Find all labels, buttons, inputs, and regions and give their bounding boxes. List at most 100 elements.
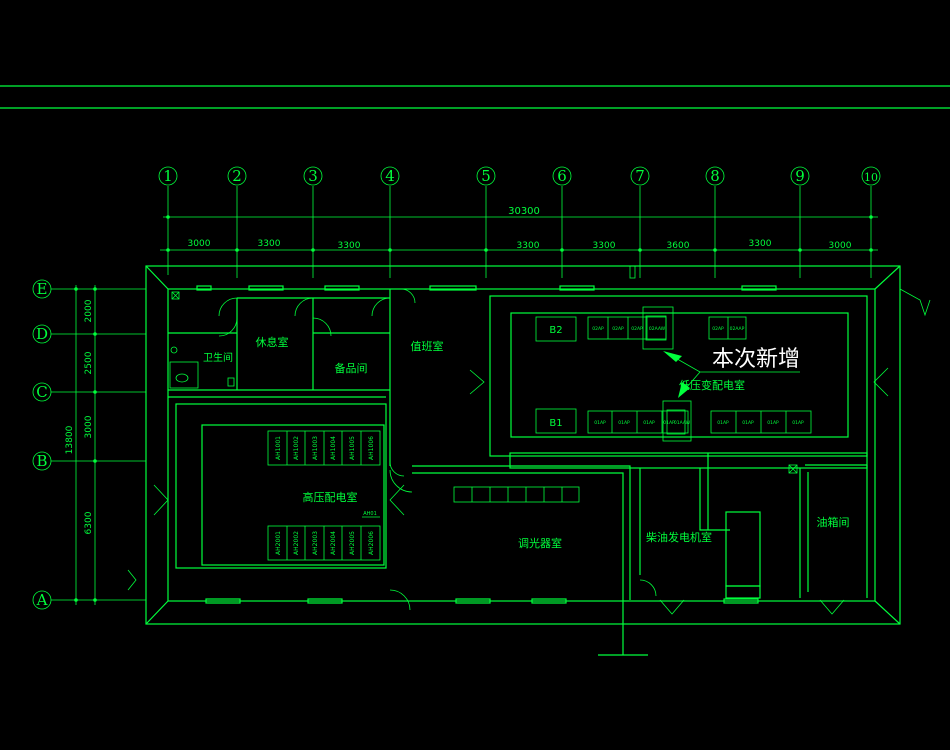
building-walls <box>145 265 901 625</box>
lv-label: 01AP <box>792 420 804 426</box>
transformer-b1-label: B1 <box>549 418 562 429</box>
hv-label: AH1002 <box>293 436 300 460</box>
axis-bubble <box>380 166 400 186</box>
dim-bay-2: 3300 <box>258 239 281 249</box>
hv-label: AH2003 <box>312 531 319 555</box>
room-label-toilet: 卫生间 <box>203 351 233 364</box>
room-label-duty: 值班室 <box>411 339 444 353</box>
hv-cabinet-labels-top: AH1001 AH1002 AH1003 AH1004 AH1005 AH100… <box>275 436 375 460</box>
dim-bay-3: 3300 <box>338 241 361 251</box>
axis-label-9: 9 <box>795 167 805 185</box>
axis-label-3: 3 <box>308 167 318 185</box>
lv-panels-top <box>587 306 747 350</box>
lv-label: 02AAP <box>730 326 745 332</box>
hv-cabinet-labels-bottom: AH2001 AH2002 AH2003 AH2004 AH2005 AH200… <box>275 531 375 555</box>
axis-bubble <box>861 166 881 186</box>
window-marks <box>196 285 777 604</box>
room-label-rest: 休息室 <box>256 335 289 349</box>
dim-row-4: 6300 <box>84 511 94 534</box>
row-dim-ticks <box>74 287 97 602</box>
axis-label-A: A <box>36 591 48 609</box>
lv-label-new: 02AAW <box>649 326 666 332</box>
lv-label-new: 01AAW <box>674 420 691 426</box>
column-axis-lines <box>167 186 872 278</box>
dim-row-3: 3000 <box>84 415 94 438</box>
axis-label-7: 7 <box>635 167 645 185</box>
dim-total-label: 30300 <box>508 206 540 217</box>
axis-bubble <box>790 166 810 186</box>
room-label-spare: 备品间 <box>335 361 368 375</box>
hv-label: AH1003 <box>312 436 319 460</box>
axis-label-8: 8 <box>710 167 720 185</box>
axis-label-2: 2 <box>232 167 242 185</box>
lv-label: 01AP <box>663 420 675 426</box>
axis-bubble <box>158 166 178 186</box>
lv-label: 02AP <box>631 326 643 332</box>
lv-label: 02AP <box>612 326 624 332</box>
hv-room-walls <box>175 403 387 569</box>
hv-label: AH1001 <box>275 436 282 460</box>
hv-cabinets-top <box>267 430 381 466</box>
lv-label: 01AP <box>643 420 655 426</box>
lv-panel-labels-top: 02AP 02AP 02AP 02AAW 02AP 02AAP <box>592 326 744 332</box>
axis-label-4: 4 <box>385 167 395 185</box>
column-axes: 1 2 3 4 5 6 7 8 9 10 <box>158 166 881 186</box>
axis-bubble <box>630 166 650 186</box>
axis-bubble <box>705 166 725 186</box>
axis-label-10: 10 <box>864 171 878 184</box>
axis-label-D: D <box>36 325 48 343</box>
axis-bubble <box>476 166 496 186</box>
lv-label: 02AP <box>712 326 724 332</box>
lv-label: 01AP <box>717 420 729 426</box>
door-swings <box>218 288 657 611</box>
dim-bay-6: 3300 <box>593 241 616 251</box>
dim-bay-1: 3000 <box>188 239 211 249</box>
dim-row-1: 2000 <box>84 299 94 322</box>
axis-label-C: C <box>36 383 47 401</box>
transformer-b2-label: B2 <box>549 325 562 336</box>
dim-row-2: 2500 <box>84 351 94 374</box>
dim-bay-7: 3600 <box>667 241 690 251</box>
lv-label: 01AP <box>767 420 779 426</box>
hv-label: AH2005 <box>349 531 356 555</box>
axis-label-1: 1 <box>163 167 173 185</box>
lv-panels-bottom <box>587 400 812 442</box>
axis-bubble <box>303 166 323 186</box>
room-label-oil: 油箱间 <box>817 515 850 529</box>
hv-label: AH2004 <box>330 531 337 555</box>
axis-bubble <box>227 166 247 186</box>
row-axis-lines <box>51 285 146 605</box>
lv-label: 02AP <box>592 326 604 332</box>
axis-label-B: B <box>36 452 47 470</box>
hv-label: AH2002 <box>293 531 300 555</box>
axis-label-5: 5 <box>481 167 491 185</box>
dim-bay-5: 3300 <box>517 241 540 251</box>
dimmer-racks <box>453 486 580 503</box>
room-label-lv: 低压变配电室 <box>679 378 745 392</box>
misc-marks <box>127 265 931 615</box>
toilet-fixtures <box>169 291 235 389</box>
room-label-generator: 柴油发电机室 <box>646 530 712 544</box>
axis-label-E: E <box>37 280 48 298</box>
hv-label: AH1005 <box>349 436 356 460</box>
room-label-dimmer: 调光器室 <box>518 536 562 550</box>
hv-label: AH1004 <box>330 436 337 460</box>
hv-small-label: AH01 <box>363 511 377 517</box>
dim-bay-9: 3000 <box>829 241 852 251</box>
hv-label: AH2006 <box>368 531 375 555</box>
hv-cabinets-bottom <box>267 525 381 561</box>
callout-text: 本次新增 <box>712 347 800 372</box>
axis-label-6: 6 <box>557 167 567 185</box>
dim-bay-8: 3300 <box>749 239 772 249</box>
lv-room-walls <box>489 295 868 457</box>
transformers <box>535 316 577 434</box>
row-axes: E D C B A <box>32 279 52 610</box>
upper-left-rooms <box>168 289 391 466</box>
dim-row-total: 13800 <box>65 425 75 454</box>
hv-label: AH2001 <box>275 531 282 555</box>
axis-bubble <box>552 166 572 186</box>
lower-right-walls <box>412 452 868 656</box>
hv-label: AH1006 <box>368 436 375 460</box>
lv-label: 01AP <box>594 420 606 426</box>
